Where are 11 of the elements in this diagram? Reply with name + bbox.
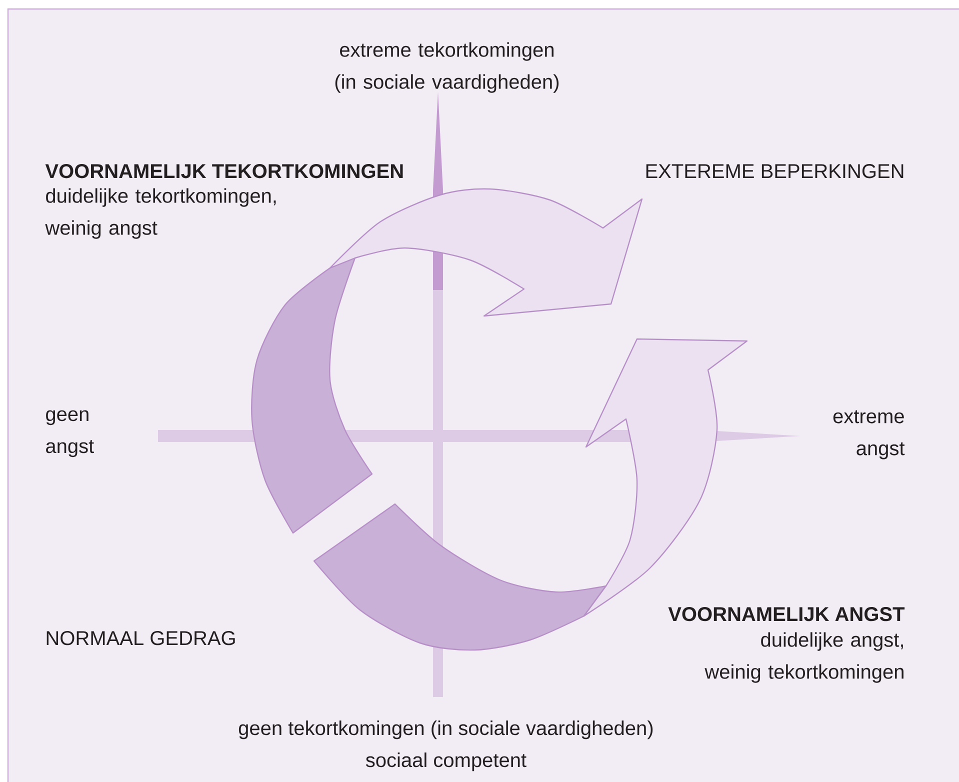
axis-label: extreme angst	[833, 410, 905, 460]
quadrant-heading: VOORNAMELIJK ANGST	[668, 607, 905, 622]
quadrant-description: duidelijke angst, weinig tekortkomingen	[704, 632, 904, 683]
corner-label: EXTEREME BEPERKINGEN	[646, 164, 904, 178]
axis-label: geen tekortkomingen (in sociale vaardigheden)	[238, 720, 653, 740]
axis-label: geen angst	[46, 410, 94, 458]
quadrant-heading: VOORNAMELIJK TEKORTKOMINGEN	[45, 164, 403, 178]
axis-label: extreme tekortkomingen (in sociale vaardigheden)	[335, 42, 559, 93]
axis-label: sociaal competent	[366, 752, 526, 772]
corner-label: NORMAAL GEDRAG	[46, 631, 235, 646]
quadrant-description: duidelijke tekortkomingen, weinig angst	[45, 188, 276, 239]
